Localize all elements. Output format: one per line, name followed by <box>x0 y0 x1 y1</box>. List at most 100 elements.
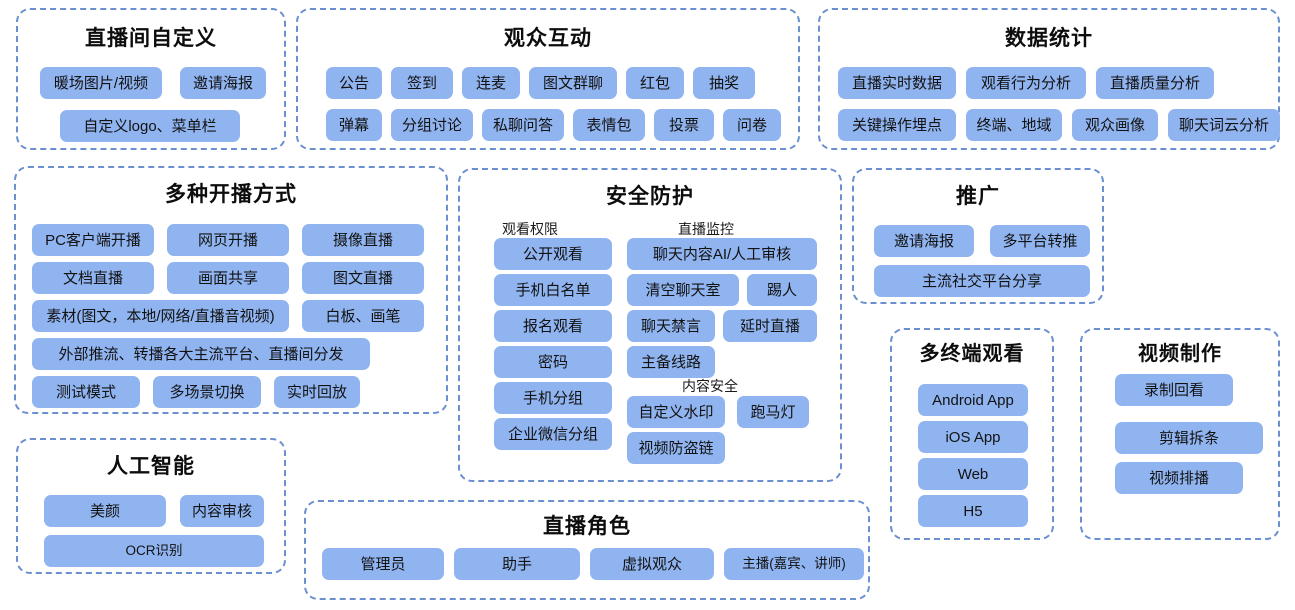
panel-security-title: 安全防护 <box>606 185 694 208</box>
security-view-row-5: 企业微信分组 <box>494 418 612 450</box>
chip-chat-mute[interactable]: 聊天禁言 <box>627 310 715 342</box>
panel-statistics-row-1: 关键操作埋点 终端、地域 观众画像 聊天词云分析 <box>838 109 1280 141</box>
chip-ios-app[interactable]: iOS App <box>918 421 1028 453</box>
panel-broadcast-row-3: 外部推流、转播各大主流平台、直播间分发 <box>32 338 370 370</box>
chip-viewing-behavior[interactable]: 观看行为分析 <box>966 67 1086 99</box>
chip-edit-clip[interactable]: 剪辑拆条 <box>1115 422 1263 454</box>
chip-private-qa[interactable]: 私聊问答 <box>482 109 564 141</box>
panel-audience-interaction: 观众互动 公告 签到 连麦 图文群聊 红包 抽奖 弹幕 分组讨论 私聊问答 表情… <box>296 8 800 150</box>
panel-terminal-row-1: iOS App <box>918 421 1028 453</box>
chip-phone-group[interactable]: 手机分组 <box>494 382 612 414</box>
chip-whiteboard-pen[interactable]: 白板、画笔 <box>302 300 424 332</box>
chip-imagetext-broadcast[interactable]: 图文直播 <box>302 262 424 294</box>
chip-external-push-relay[interactable]: 外部推流、转播各大主流平台、直播间分发 <box>32 338 370 370</box>
panel-roles: 直播角色 管理员 助手 虚拟观众 主播(嘉宾、讲师) <box>304 500 870 600</box>
chip-content-review[interactable]: 内容审核 <box>180 495 264 527</box>
chip-host-guest-lecturer[interactable]: 主播(嘉宾、讲师) <box>724 548 864 580</box>
panel-terminal-row-0: Android App <box>918 384 1028 416</box>
panel-video-production: 视频制作 录制回看 剪辑拆条 视频排播 <box>1080 328 1280 540</box>
panel-audience-row-1: 弹幕 分组讨论 私聊问答 表情包 投票 问卷 <box>326 109 781 141</box>
panel-audience-row-0: 公告 签到 连麦 图文群聊 红包 抽奖 <box>326 67 755 99</box>
chip-assistant[interactable]: 助手 <box>454 548 580 580</box>
panel-room-custom: 直播间自定义 暖场图片/视频 邀请海报 自定义logo、菜单栏 <box>16 8 286 150</box>
chip-document-broadcast[interactable]: 文档直播 <box>32 262 154 294</box>
chip-marquee[interactable]: 跑马灯 <box>737 396 809 428</box>
panel-broadcast-row-2: 素材(图文，本地/网络/直播音视频) 白板、画笔 <box>32 300 424 332</box>
chip-clear-chatroom[interactable]: 清空聊天室 <box>627 274 739 306</box>
chip-invite-poster[interactable]: 邀请海报 <box>180 67 266 99</box>
chip-survey[interactable]: 问卷 <box>723 109 781 141</box>
chip-audience-profile[interactable]: 观众画像 <box>1072 109 1158 141</box>
chip-announcement[interactable]: 公告 <box>326 67 382 99</box>
chip-wecom-group[interactable]: 企业微信分组 <box>494 418 612 450</box>
chip-kick-user[interactable]: 踢人 <box>747 274 817 306</box>
panel-promotion-row-1: 主流社交平台分享 <box>874 265 1090 297</box>
chip-chat-wordcloud[interactable]: 聊天词云分析 <box>1168 109 1280 141</box>
chip-administrator[interactable]: 管理员 <box>322 548 444 580</box>
chip-social-platform-share[interactable]: 主流社交平台分享 <box>874 265 1090 297</box>
chip-lottery[interactable]: 抽奖 <box>693 67 755 99</box>
panel-video-production-title: 视频制作 <box>1138 343 1222 365</box>
chip-web-broadcast[interactable]: 网页开播 <box>167 224 289 256</box>
panel-room-custom-row-0: 暖场图片/视频 邀请海报 <box>40 67 266 99</box>
panel-broadcast-row-1: 文档直播 画面共享 图文直播 <box>32 262 424 294</box>
panel-broadcast-row-4: 测试模式 多场景切换 实时回放 <box>32 376 360 408</box>
chip-pc-client-broadcast[interactable]: PC客户端开播 <box>32 224 154 256</box>
panel-data-statistics-title: 数据统计 <box>1005 27 1093 50</box>
chip-record-replay[interactable]: 录制回看 <box>1115 374 1233 406</box>
chip-terminal-region[interactable]: 终端、地域 <box>966 109 1062 141</box>
panel-ai-row-0: 美颜 内容审核 <box>44 495 264 527</box>
chip-invite-poster-promo[interactable]: 邀请海报 <box>874 225 974 257</box>
chip-virtual-audience[interactable]: 虚拟观众 <box>590 548 714 580</box>
chip-co-mic[interactable]: 连麦 <box>462 67 520 99</box>
panel-promotion-title: 推广 <box>956 185 1000 208</box>
chip-screen-share[interactable]: 画面共享 <box>167 262 289 294</box>
chip-key-event-tracking[interactable]: 关键操作埋点 <box>838 109 956 141</box>
panel-terminal-row-2: Web <box>918 458 1028 490</box>
chip-checkin[interactable]: 签到 <box>391 67 453 99</box>
security-monitor-row-2: 聊天禁言 延时直播 <box>627 310 817 342</box>
chip-realtime-data[interactable]: 直播实时数据 <box>838 67 956 99</box>
chip-phone-whitelist[interactable]: 手机白名单 <box>494 274 612 306</box>
chip-custom-watermark[interactable]: 自定义水印 <box>627 396 725 428</box>
security-monitor-row-1: 清空聊天室 踢人 <box>627 274 817 306</box>
security-content-row-0: 自定义水印 跑马灯 <box>627 396 809 428</box>
chip-emoji-pack[interactable]: 表情包 <box>573 109 645 141</box>
chip-danmaku[interactable]: 弹幕 <box>326 109 382 141</box>
chip-video-anti-leech[interactable]: 视频防盗链 <box>627 432 725 464</box>
chip-custom-logo-menu[interactable]: 自定义logo、菜单栏 <box>60 110 240 142</box>
panel-video-row-0: 录制回看 <box>1115 374 1233 406</box>
panel-video-row-1: 剪辑拆条 <box>1115 422 1263 454</box>
chip-materials[interactable]: 素材(图文，本地/网络/直播音视频) <box>32 300 289 332</box>
panel-audience-interaction-title: 观众互动 <box>504 27 592 50</box>
chip-multi-scene-switch[interactable]: 多场景切换 <box>153 376 261 408</box>
security-view-row-3: 密码 <box>494 346 612 378</box>
chip-h5[interactable]: H5 <box>918 495 1028 527</box>
chip-chat-ai-review[interactable]: 聊天内容AI/人工审核 <box>627 238 817 270</box>
panel-security: 安全防护 观看权限 公开观看 手机白名单 报名观看 密码 手机分组 企业微信分组… <box>458 168 842 482</box>
chip-android-app[interactable]: Android App <box>918 384 1028 416</box>
chip-web[interactable]: Web <box>918 458 1028 490</box>
chip-video-scheduling[interactable]: 视频排播 <box>1115 462 1243 494</box>
chip-ocr-recognition[interactable]: OCR识别 <box>44 535 264 567</box>
chip-group-chat[interactable]: 图文群聊 <box>529 67 617 99</box>
chip-primary-backup-line[interactable]: 主备线路 <box>627 346 715 378</box>
panel-promotion: 推广 邀请海报 多平台转推 主流社交平台分享 <box>852 168 1104 304</box>
chip-warmup-media[interactable]: 暖场图片/视频 <box>40 67 162 99</box>
chip-multi-platform-repost[interactable]: 多平台转推 <box>990 225 1090 257</box>
panel-roles-title: 直播角色 <box>543 515 631 538</box>
chip-beauty-filter[interactable]: 美颜 <box>44 495 166 527</box>
chip-password[interactable]: 密码 <box>494 346 612 378</box>
chip-test-mode[interactable]: 测试模式 <box>32 376 140 408</box>
chip-quality-analysis[interactable]: 直播质量分析 <box>1096 67 1214 99</box>
chip-red-packet[interactable]: 红包 <box>626 67 684 99</box>
chip-public-view[interactable]: 公开观看 <box>494 238 612 270</box>
chip-delayed-live[interactable]: 延时直播 <box>723 310 817 342</box>
chip-realtime-replay[interactable]: 实时回放 <box>274 376 360 408</box>
chip-camera-broadcast[interactable]: 摄像直播 <box>302 224 424 256</box>
panel-broadcast-modes-title: 多种开播方式 <box>165 183 297 206</box>
chip-registration-view[interactable]: 报名观看 <box>494 310 612 342</box>
chip-vote[interactable]: 投票 <box>654 109 714 141</box>
chip-group-discussion[interactable]: 分组讨论 <box>391 109 473 141</box>
panel-room-custom-title: 直播间自定义 <box>85 27 217 50</box>
